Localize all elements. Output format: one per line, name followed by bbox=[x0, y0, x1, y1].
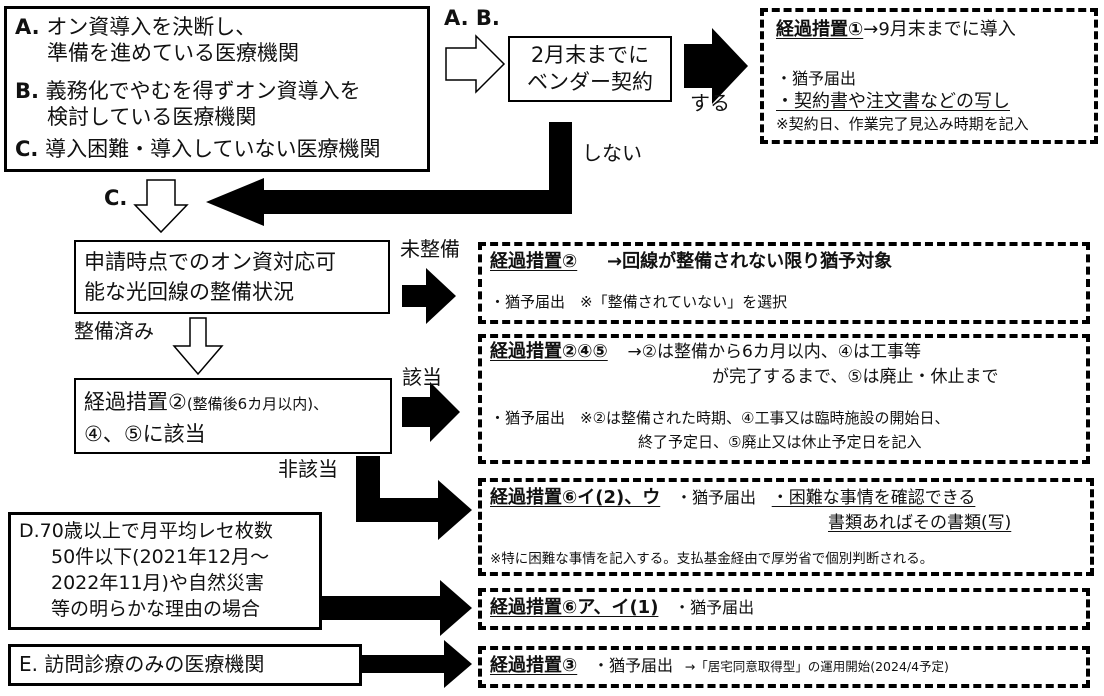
hollow-arrow-down-c bbox=[133, 179, 189, 234]
measure-245-item2: 終了予定日、⑤廃止又は休止予定日を記入 bbox=[638, 433, 922, 451]
measure-2-title: 経過措置② bbox=[490, 251, 578, 272]
black-arrow-right-suru bbox=[684, 28, 748, 104]
miseibi-label: 未整備 bbox=[400, 237, 460, 261]
type-b-line1: 義務化でやむを得ずオン資導入を bbox=[45, 79, 361, 103]
measure-6iu-box: 経過措置⑥イ(2)、ウ ・猶予届出 ・困難な事情を確認できる 書類あればその書類… bbox=[478, 478, 1094, 576]
q2-line2: ④、⑤に該当 bbox=[84, 422, 206, 446]
black-arrow-right-m2 bbox=[402, 268, 456, 324]
black-elbow-arrow-shinai bbox=[206, 122, 572, 226]
measure-3-item: ・猶予届出 bbox=[592, 656, 673, 675]
vendor-contract-box: 2月末までに ベンダー契約 bbox=[508, 36, 672, 102]
letter-a: A. bbox=[15, 15, 40, 39]
measure-245-box: 経過措置②④⑤ →②は整備から6カ月以内、④は工事等 が完了するまで、⑤は廃止・… bbox=[478, 334, 1090, 464]
black-elbow-arrow-higaito bbox=[356, 456, 472, 540]
c-label: C. bbox=[104, 186, 128, 210]
vendor-line2: ベンダー契約 bbox=[527, 70, 653, 94]
d-line1: D.70歳以上で月平均レセ枚数 bbox=[19, 520, 273, 542]
measure-1-desc: →9月末までに導入 bbox=[863, 19, 1016, 40]
measure-1-item1: ・猶予届出 bbox=[776, 69, 857, 88]
d-line2: 50件以下(2021年12月～ bbox=[51, 546, 270, 568]
measure-1-title: 経過措置① bbox=[776, 19, 864, 40]
line-status-question-box: 申請時点でのオン資対応可 能な光回線の整備状況 bbox=[74, 240, 390, 314]
type-a-line1: オン資導入を決断し、 bbox=[46, 15, 257, 39]
hollow-arrow-right-ab bbox=[445, 34, 506, 94]
measure-6iu-item1: ・猶予届出 bbox=[675, 488, 756, 507]
d-line4: 等の明らかな理由の場合 bbox=[51, 598, 261, 620]
measure-245-item1: ・猶予届出 ※②は整備された時期、④工事又は臨時施設の開始日、 bbox=[490, 409, 950, 427]
measure-6ai-box: 経過措置⑥ア、イ(1) ・猶予届出 bbox=[478, 588, 1090, 630]
measure-1-box: 経過措置①→9月末までに導入 ・猶予届出 ・契約書や注文書などの写し ※契約日、… bbox=[760, 8, 1098, 144]
black-arrow-right-m245 bbox=[402, 382, 460, 442]
measure-6iu-note: ※特に困難な事情を記入する。支払基金経由で厚労省で個別判断される。 bbox=[490, 551, 934, 567]
measure-6ai-title: 経過措置⑥ア、イ(1) bbox=[490, 597, 659, 618]
measure-1-item2: ・契約書や注文書などの写し bbox=[776, 91, 1010, 112]
e-label: E. 訪問診療のみの医療機関 bbox=[19, 652, 265, 676]
measure-6iu-item2: ・困難な事情を確認できる bbox=[771, 488, 976, 508]
measure-3-box: 経過措置③ ・猶予届出 →「居宅同意取得型」の運用開始(2024/4予定) bbox=[478, 646, 1090, 688]
black-arrow-right-e bbox=[362, 640, 472, 688]
q2-line1a: 経過措置② bbox=[84, 390, 187, 414]
black-arrow-right-d bbox=[322, 580, 472, 636]
higaito-label: 非該当 bbox=[278, 457, 338, 481]
type-c-line1: 導入困難・導入していない医療機関 bbox=[45, 137, 381, 161]
ab-label: A. B. bbox=[444, 6, 500, 30]
vendor-line1: 2月末までに bbox=[530, 43, 650, 67]
type-a-line2: 準備を進めている医療機関 bbox=[47, 41, 299, 65]
letter-b: B. bbox=[15, 79, 39, 103]
q1-line2: 能な光回線の整備状況 bbox=[84, 280, 294, 304]
measure-1-item3: ※契約日、作業完了見込み時期を記入 bbox=[776, 115, 1029, 133]
measure-2-box: 経過措置② →回線が整備されない限り猶予対象 ・猶予届出 ※「整備されていない」… bbox=[478, 242, 1090, 324]
measure-6iu-title: 経過措置⑥イ(2)、ウ bbox=[490, 487, 661, 508]
type-b-line2: 検討している医療機関 bbox=[47, 105, 257, 129]
measure-3-note: →「居宅同意取得型」の運用開始(2024/4予定) bbox=[684, 659, 949, 674]
letter-c: C. bbox=[15, 137, 39, 161]
measure-245-title: 経過措置②④⑤ bbox=[490, 341, 608, 362]
q2-line1b: (整備後6カ月以内)、 bbox=[186, 395, 329, 413]
measure-245-desc1: →②は整備から6カ月以内、④は工事等 bbox=[627, 342, 922, 362]
hollow-arrow-down-seibizumi bbox=[172, 317, 224, 376]
measure-2-item: ・猶予届出 ※「整備されていない」を選択 bbox=[490, 293, 788, 311]
case-d-box: D.70歳以上で月平均レセ枚数 50件以下(2021年12月～ 2022年11月… bbox=[8, 512, 322, 630]
measure-6iu-item3: 書類あればその書類(写) bbox=[828, 513, 1012, 533]
gaito-label: 該当 bbox=[402, 365, 442, 389]
measure-2-desc: →回線が整備されない限り猶予対象 bbox=[606, 251, 893, 272]
seibizumi-label: 整備済み bbox=[74, 319, 154, 343]
measure-applicability-box: 経過措置②(整備後6カ月以内)、 ④、⑤に該当 bbox=[74, 378, 392, 454]
measure-6ai-item: ・猶予届出 bbox=[674, 598, 755, 617]
measure-245-desc2: が完了するまで、⑤は廃止・休止まで bbox=[712, 367, 999, 387]
facility-types-box: A. オン資導入を決断し、 準備を進めている医療機関 B. 義務化でやむを得ずオ… bbox=[4, 6, 430, 172]
q1-line1: 申請時点でのオン資対応可 bbox=[84, 250, 336, 274]
suru-label: する bbox=[690, 91, 730, 115]
shinai-label: しない bbox=[582, 141, 642, 165]
measure-3-title: 経過措置③ bbox=[490, 655, 578, 676]
d-line3: 2022年11月)や自然災害 bbox=[51, 572, 264, 594]
case-e-box: E. 訪問診療のみの医療機関 bbox=[8, 644, 362, 686]
